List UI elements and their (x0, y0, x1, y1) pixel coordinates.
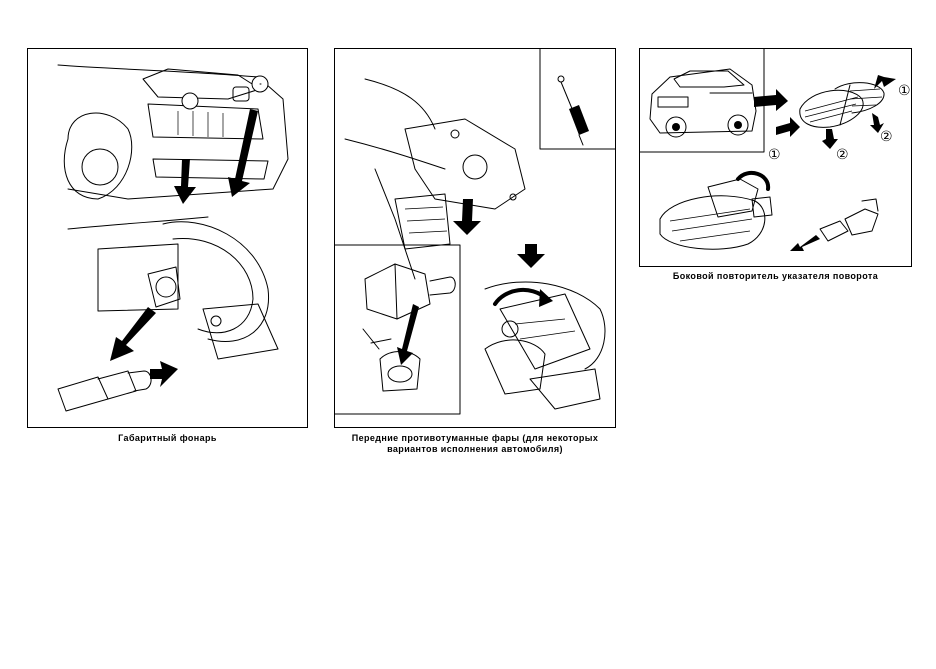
caption-line: Передние противотуманные фары (для некот… (334, 433, 616, 444)
fog-lamp-illustration (335, 49, 616, 428)
direction-arrow-icon (874, 75, 896, 89)
callout-label: ② (836, 147, 849, 163)
figure-caption: Боковой повторитель указателя поворота (639, 271, 912, 282)
figure-caption: Габаритный фонарь (27, 433, 308, 444)
callout-label: ② (880, 129, 893, 145)
direction-arrow-icon (754, 89, 788, 111)
figure-caption: Передние противотуманные фары (для некот… (334, 433, 616, 455)
callout-circle (182, 93, 198, 109)
car-front-illustration (650, 69, 756, 137)
direction-arrow-icon (110, 307, 156, 361)
direction-arrow-icon (776, 117, 800, 137)
side-repeater-illustration: ① ② ① ② (640, 49, 912, 267)
direction-arrow-icon (790, 235, 820, 251)
direction-arrow-icon (150, 361, 178, 387)
parking-lamp-illustration (28, 49, 308, 428)
figure-side-repeater: ① ② ① ② (639, 48, 912, 267)
figure-parking-lamp (27, 48, 308, 428)
screwdriver-illustration (558, 76, 589, 145)
rotation-arrow-icon (539, 289, 553, 307)
figure-fog-lamps (334, 48, 616, 428)
direction-arrow-icon (228, 109, 258, 197)
caption-line: вариантов исполнения автомобиля) (334, 444, 616, 455)
callout-label: ① (898, 83, 911, 99)
callout-label: ① (768, 147, 781, 163)
direction-arrow-icon (453, 199, 481, 235)
direction-arrow-icon (822, 129, 838, 149)
direction-arrow-icon (174, 159, 196, 204)
direction-arrow-icon (517, 244, 545, 268)
